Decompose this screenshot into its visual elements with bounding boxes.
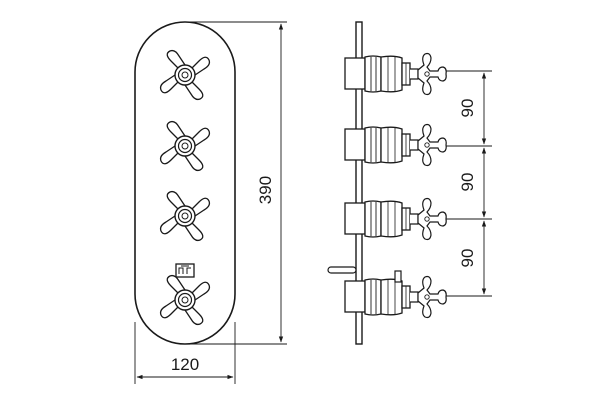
valve-cartridge [344, 275, 447, 319]
spacing-dimension-label: 90 [458, 173, 477, 192]
cross-handle [159, 49, 211, 101]
width-dimension: 120 [134, 322, 236, 384]
side-view [327, 21, 447, 345]
front-view [134, 21, 236, 345]
height-dimension-label: 390 [256, 176, 275, 204]
height-dimension: 390 [185, 21, 287, 345]
diverter-lever-icon [327, 266, 402, 283]
width-dimension-label: 120 [171, 355, 199, 374]
cross-handle [159, 120, 211, 172]
spacing-dimension-label: 90 [458, 99, 477, 118]
cross-handle [159, 274, 211, 326]
side-plate [355, 21, 363, 345]
valve-cartridge [344, 123, 447, 167]
spacing-dimension-label: 90 [458, 249, 477, 268]
valve-cartridge [344, 52, 447, 96]
cross-handle [159, 190, 211, 242]
spacing-dimensions: 90 90 90 [446, 70, 492, 297]
valve-cartridge [344, 197, 447, 241]
diverter-symbol-icon [175, 263, 195, 278]
